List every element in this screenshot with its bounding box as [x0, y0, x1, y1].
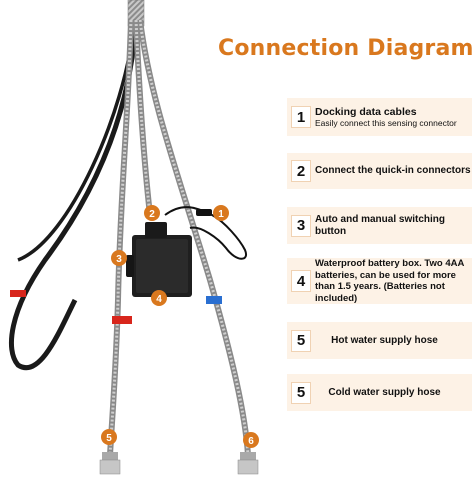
legend-label: Cold water supply hose: [328, 386, 441, 398]
photo-badge-2: 2: [144, 205, 160, 221]
legend-label: Docking data cables: [315, 105, 417, 118]
legend-item-3: 3 Auto and manual switching button: [287, 207, 472, 244]
svg-text:1: 1: [218, 209, 224, 220]
legend-number: 1: [291, 106, 311, 128]
photo-badge-5: 5: [101, 429, 117, 445]
cold-hose-nut: [237, 452, 259, 475]
legend-label: Auto and manual switching button: [315, 213, 446, 237]
legend-number: 3: [291, 214, 311, 237]
legend-item-6: 5 Cold water supply hose: [287, 374, 472, 411]
legend-item-2: 2 Connect the quick-in connectors: [287, 153, 472, 189]
svg-text:6: 6: [248, 436, 254, 447]
legend-label: Waterproof battery box. Two 4AA batterie…: [315, 258, 465, 304]
hot-hose-nut: [99, 452, 121, 475]
legend-number: 5: [291, 329, 311, 352]
hot-tag-2: [112, 316, 132, 324]
photo-badge-6: 6: [243, 432, 259, 448]
legend-number: 4: [291, 270, 311, 292]
diagram-title: Connection Diagram: [218, 36, 474, 61]
legend-sublabel: Easily connect this sensing connector: [315, 117, 457, 128]
battery-box: [126, 222, 192, 297]
hot-water-hose: [107, 19, 134, 456]
hot-tag-1: [10, 290, 26, 297]
sensor-cable-2: [17, 29, 135, 262]
photo-badge-4: 4: [151, 290, 167, 306]
legend-number: 2: [291, 160, 311, 182]
svg-text:2: 2: [149, 209, 155, 220]
svg-text:4: 4: [156, 294, 162, 305]
photo-badge-1: 1: [213, 205, 229, 221]
data-connector: [196, 209, 212, 216]
spray-hose: [133, 19, 153, 216]
legend-number: 5: [291, 381, 311, 404]
svg-text:5: 5: [106, 433, 112, 444]
legend-label: Hot water supply hose: [331, 334, 438, 346]
legend-item-4: 4 Waterproof battery box. Two 4AA batter…: [287, 258, 472, 304]
legend-item-1: 1 Docking data cables Easily connect thi…: [287, 98, 472, 136]
svg-text:3: 3: [116, 254, 122, 265]
photo-badge-3: 3: [111, 250, 127, 266]
legend-item-5: 5 Hot water supply hose: [287, 322, 472, 359]
cold-tag: [206, 296, 222, 304]
legend-label: Connect the quick-in connectors: [315, 165, 471, 176]
